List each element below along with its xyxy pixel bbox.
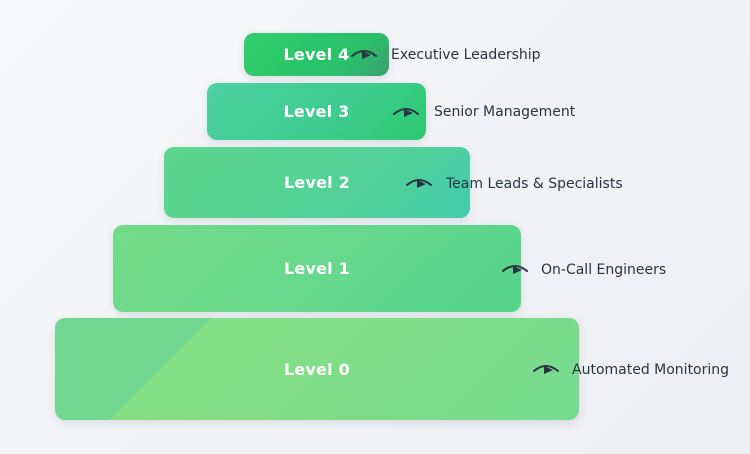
level-3-box: Level 3	[207, 83, 426, 140]
level-0-description: Automated Monitoring	[572, 362, 730, 378]
eye-icon	[406, 179, 432, 188]
level-3-description: Senior Management	[434, 104, 576, 120]
eye-icon	[393, 108, 419, 117]
level-0-box: Level 0	[55, 318, 579, 420]
level-3-label: Level 3	[283, 102, 350, 121]
level-4-description: Executive Leadership	[391, 47, 541, 63]
eye-icon	[502, 265, 528, 274]
eye-icon	[533, 365, 559, 374]
level-1-box: Level 1	[113, 225, 521, 312]
level-1-description: On-Call Engineers	[541, 262, 667, 278]
level-2-description: Team Leads & Specialists	[446, 176, 623, 192]
level-0-label: Level 0	[284, 359, 350, 379]
eye-icon	[351, 50, 377, 59]
level-4-label: Level 4	[283, 45, 350, 64]
level-2-label: Level 2	[284, 173, 350, 192]
level-1-label: Level 1	[284, 259, 350, 278]
